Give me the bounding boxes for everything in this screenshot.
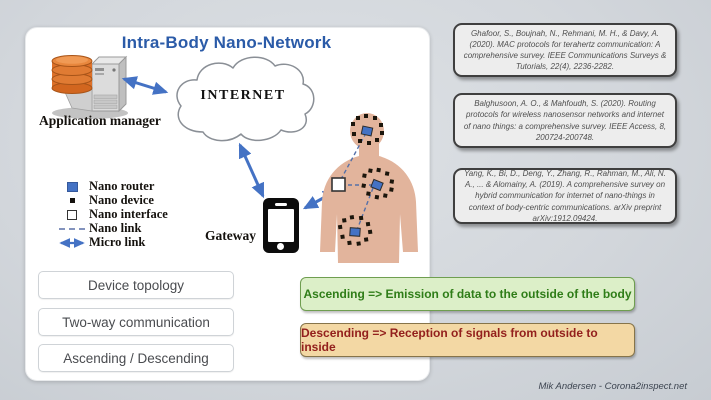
- ascending-banner: Ascending => Emission of data to the out…: [300, 277, 635, 311]
- legend: Nano router Nano device Nano interface N…: [55, 179, 195, 250]
- application-manager-server-icon: [51, 55, 128, 119]
- legend-item-nano-link: Nano link: [55, 221, 195, 235]
- nano-router-icon: [55, 181, 89, 192]
- database-disks: [51, 55, 93, 94]
- page-title: Intra-Body Nano-Network: [121, 33, 332, 52]
- phone-home-button: [277, 243, 284, 250]
- legend-item-nano-router: Nano router: [55, 179, 195, 193]
- gateway-smartphone-icon: [263, 198, 299, 253]
- nano-device-icon: [55, 198, 89, 203]
- descending-banner: Descending => Reception of signals from …: [300, 323, 635, 357]
- arrow-internet-gateway: [238, 142, 265, 199]
- phone-screen: [268, 209, 294, 242]
- device-topology-button[interactable]: Device topology: [38, 271, 234, 299]
- citation-box-3: Yang, K., Bi, D., Deng, Y., Zhang, R., R…: [453, 168, 677, 224]
- gateway-label: Gateway: [205, 228, 256, 243]
- micro-link-icon: [55, 237, 89, 248]
- legend-item-nano-device: Nano device: [55, 193, 195, 207]
- nano-link-icon: [55, 227, 89, 230]
- legend-item-nano-interface: Nano interface: [55, 207, 195, 221]
- ascending-descending-button[interactable]: Ascending / Descending: [38, 344, 234, 372]
- arrow-server-internet: [121, 76, 169, 95]
- attribution-text: Mik Andersen - Corona2inspect.net: [538, 381, 687, 392]
- nano-interface-icon: [55, 209, 89, 220]
- nano-interface-square: [331, 177, 346, 192]
- legend-item-micro-link: Micro link: [55, 235, 195, 249]
- internet-label: INTERNET: [200, 88, 286, 103]
- application-manager-label: Application manager: [39, 113, 161, 128]
- phone-speaker: [275, 203, 287, 206]
- human-body-figure: [320, 113, 418, 263]
- citation-box-2: Balghusoon, A. O., & Mahfoudh, S. (2020)…: [453, 93, 677, 148]
- internet-cloud: [176, 56, 315, 142]
- citation-box-1: Ghafoor, S., Boujnah, N., Rehmani, M. H.…: [453, 23, 677, 77]
- two-way-communication-button[interactable]: Two-way communication: [38, 308, 234, 336]
